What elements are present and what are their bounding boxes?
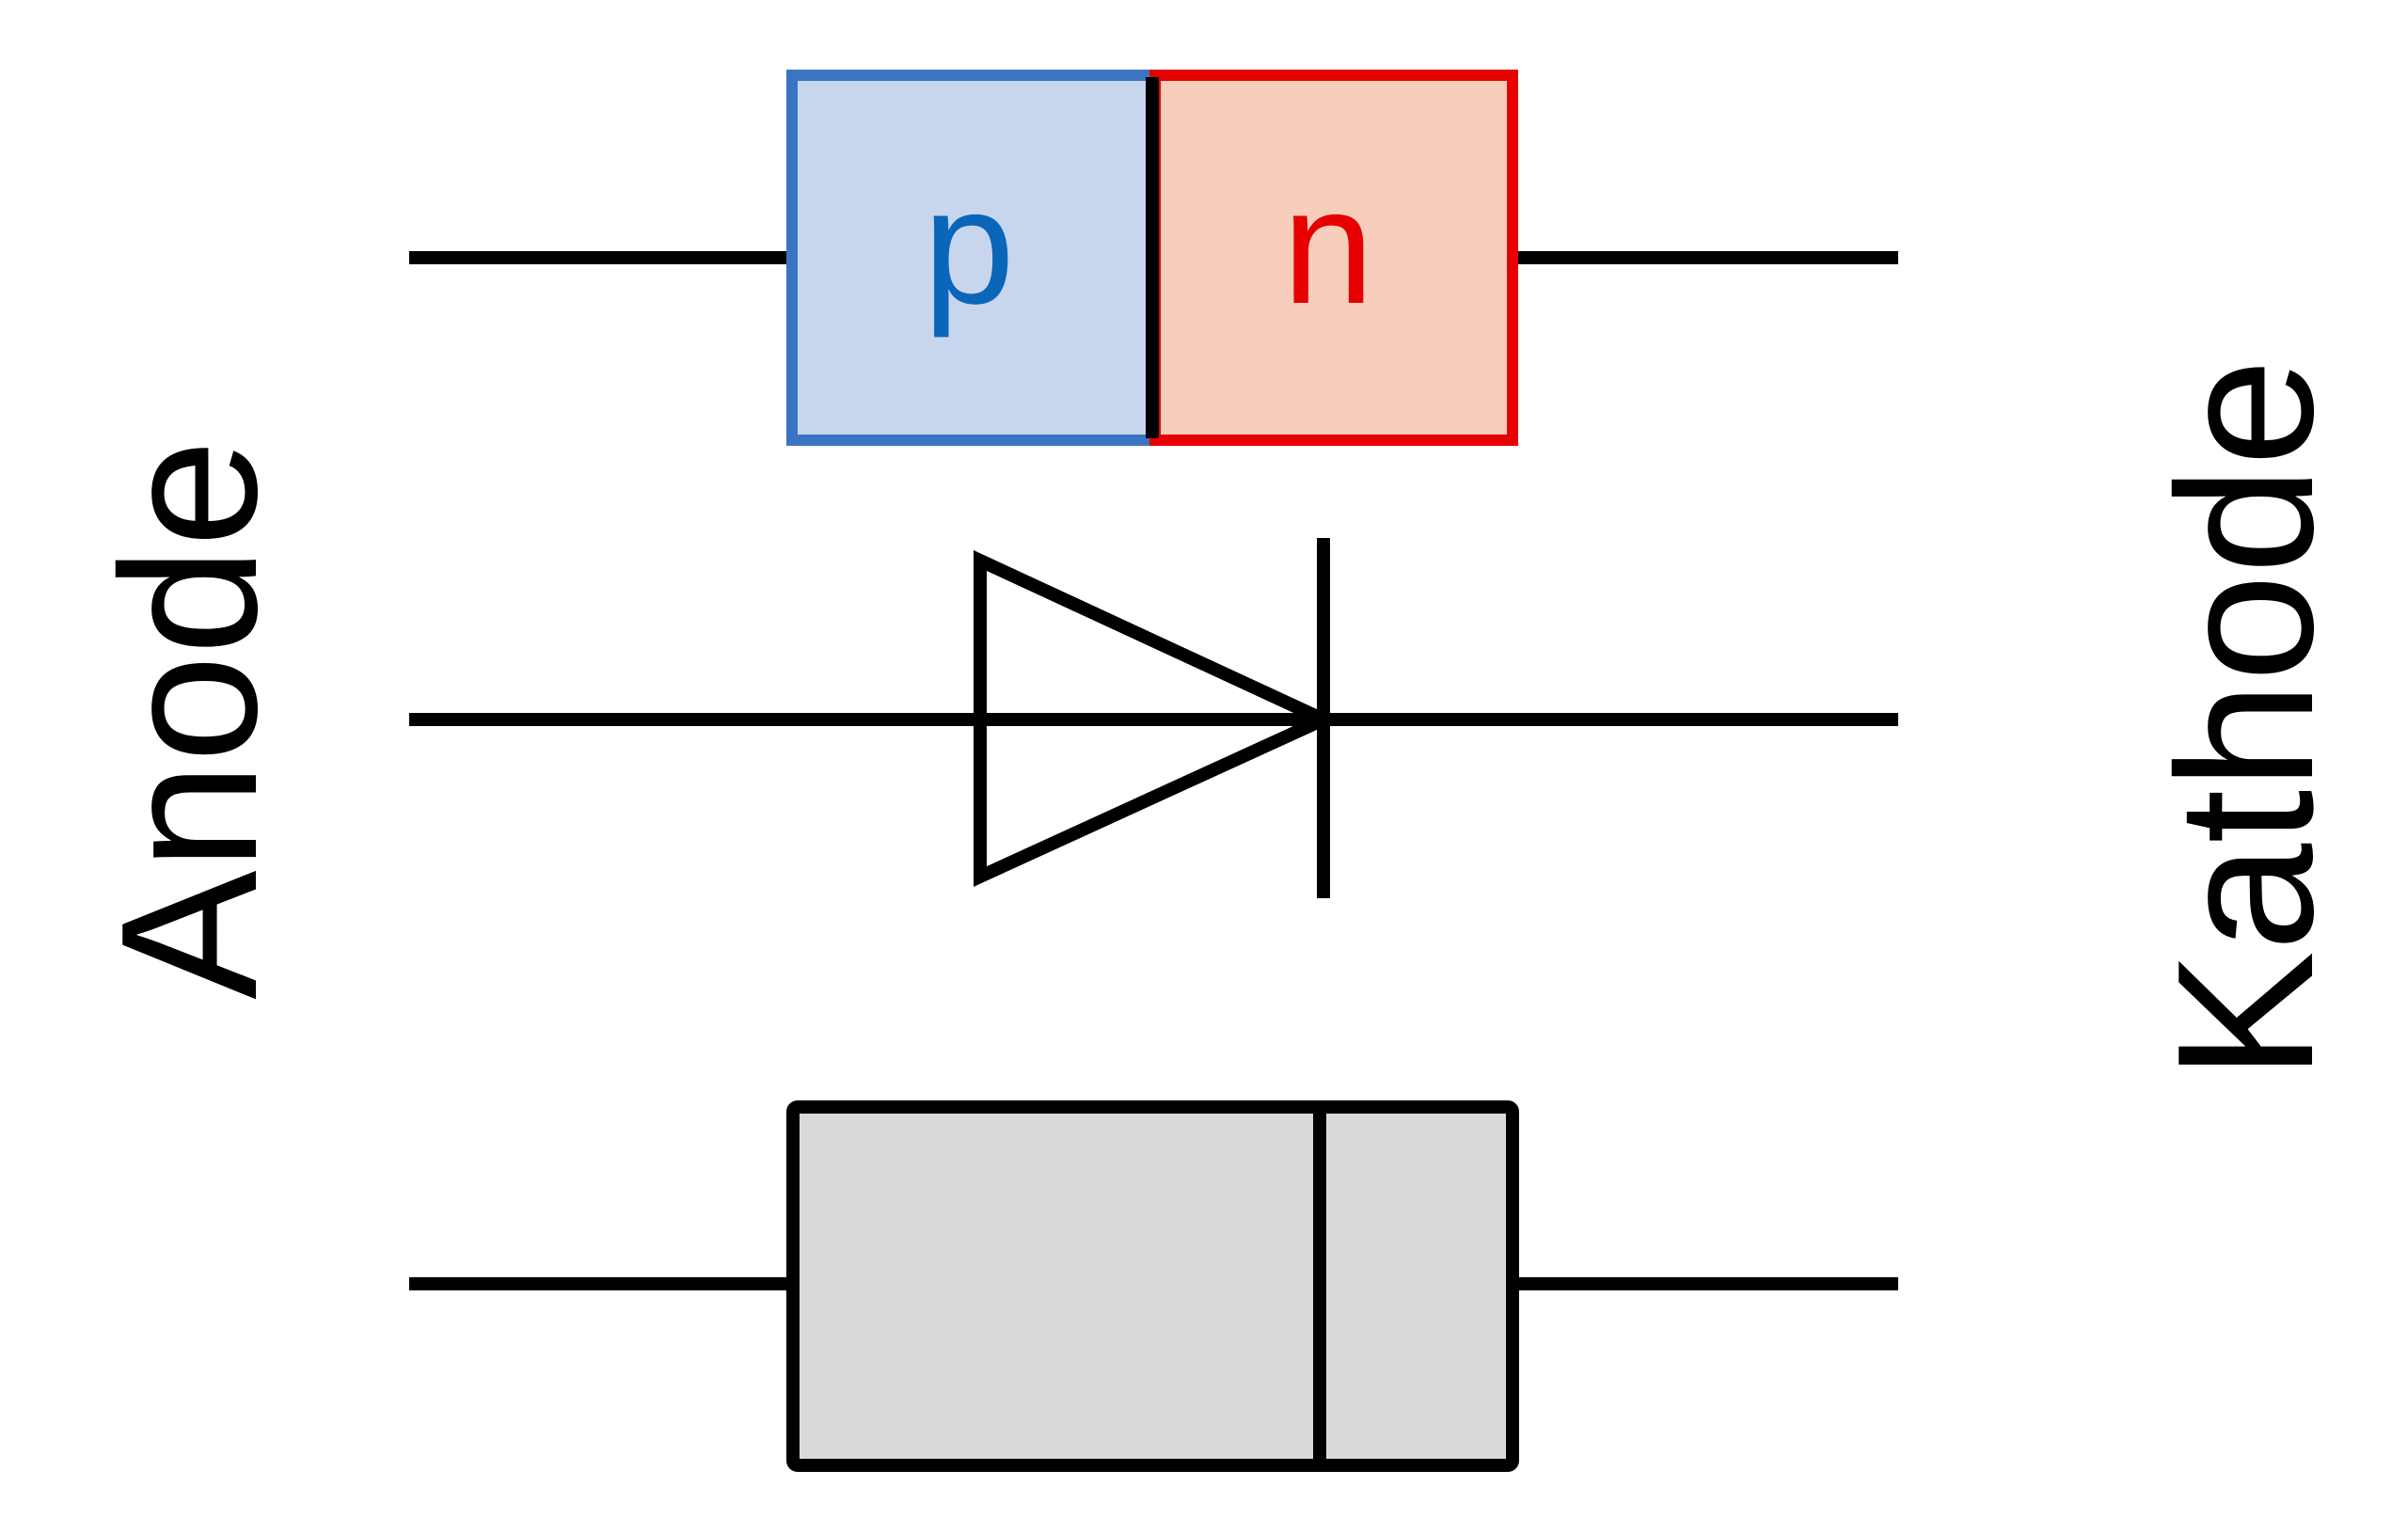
diode-triangle — [974, 550, 1339, 887]
diode-package-body — [786, 1100, 1519, 1472]
diode-package-row — [409, 1100, 1898, 1472]
kathode-label: Kathode — [2137, 358, 2353, 1080]
pn-junction-row: p n — [409, 70, 1898, 446]
n-label: n — [1282, 155, 1373, 339]
diode-symbol-row — [409, 538, 1898, 898]
p-label: p — [923, 155, 1014, 339]
anode-label: Anode — [81, 439, 297, 1000]
n-region — [1149, 70, 1518, 446]
